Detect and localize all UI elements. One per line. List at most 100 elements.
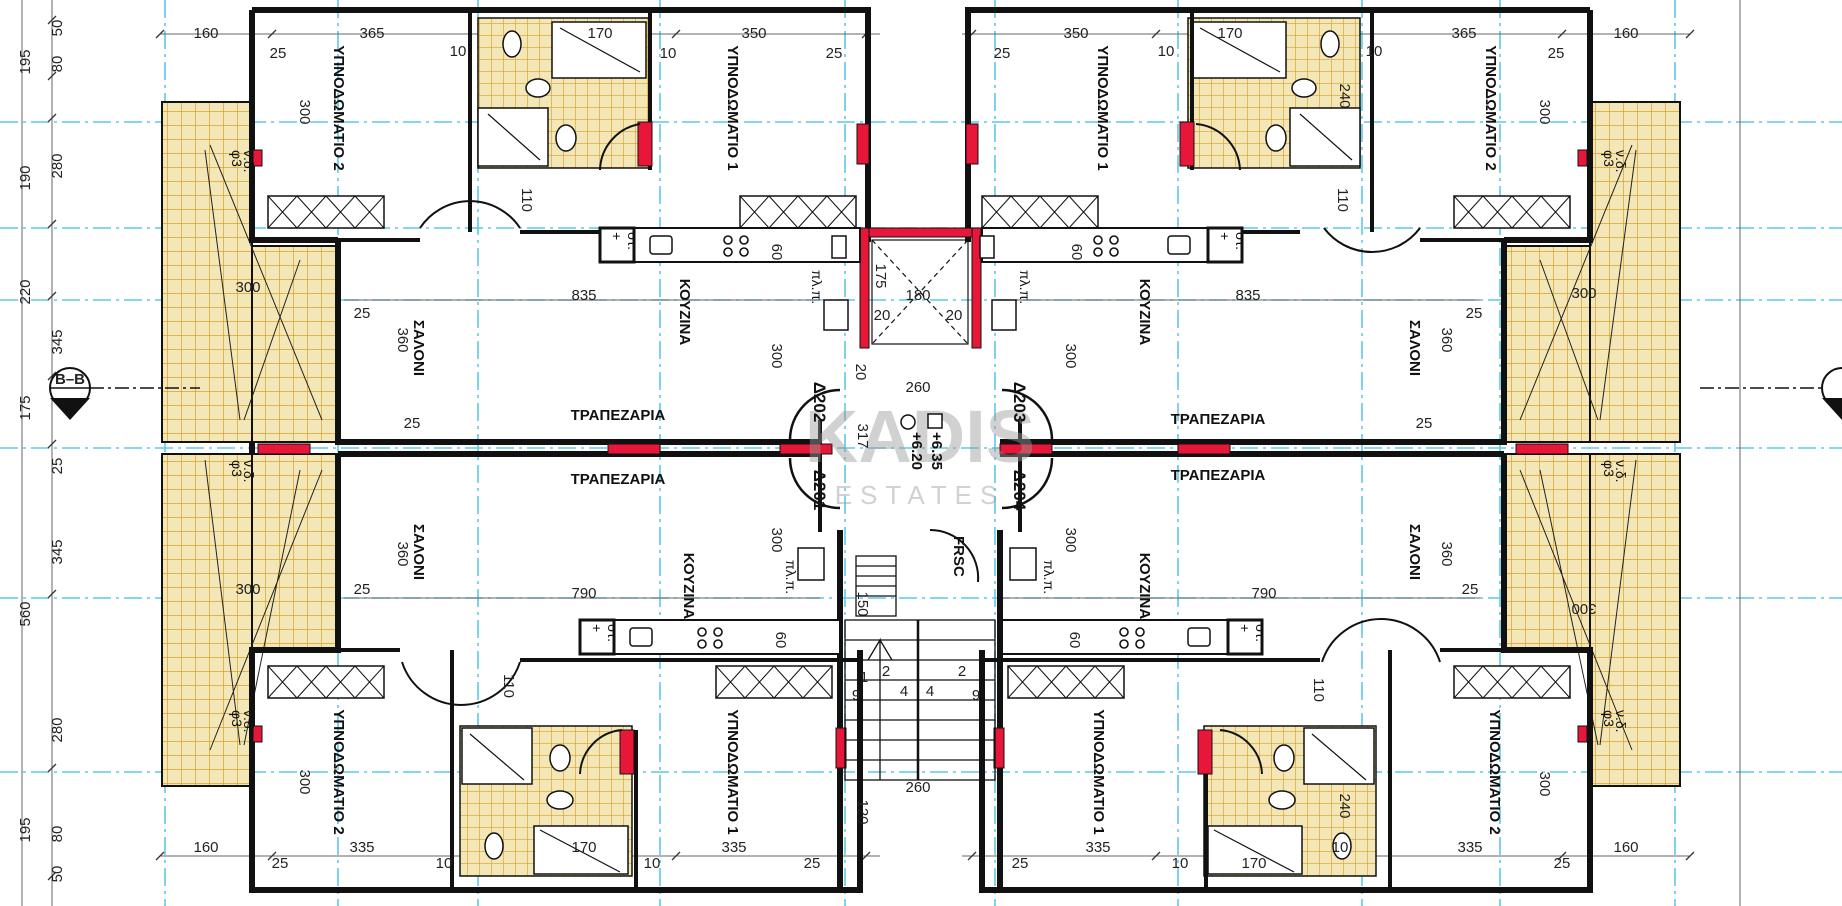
room-living-ne: ΣΑΛΟΝΙ [1406,320,1423,376]
top-dim-a6: 10 [660,45,677,62]
label-plus-nw: + [609,232,625,240]
label-veranda2-se: ν.δ. [1613,710,1629,733]
top-dim-b8: 160 [1613,25,1638,42]
label-plus-sw: + [589,624,605,632]
dim-360-se: 360 [1438,541,1455,566]
dim-300-bed-ne: 300 [1536,99,1553,124]
top-dim-a5: 170 [587,25,612,42]
dim-260-bottom: 260 [905,779,930,796]
dim-25-nw: 25 [354,305,371,322]
watermark-subtitle: ESTATES [835,480,1006,510]
dim-20-c: 20 [852,364,869,381]
left-dimensions: 50 80 195 280 190 220 345 175 25 345 560… [17,20,66,883]
left-dim-13: 195 [17,817,34,842]
bottom-dim-b3: 10 [1172,855,1189,872]
dim-60-se: 60 [1066,632,1083,649]
sink-icon [629,235,1211,647]
kitchen-counters [578,226,1264,656]
room-living-sw: ΣΑΛΟΝΙ [410,524,427,580]
fixture-labels: στ. + στ. + στ. + στ. + πλ.π. πλ.π. πλ.π… [229,150,1629,733]
inner-walls [338,12,1504,890]
bottom-dim-b7: 25 [1554,855,1571,872]
label-pl-se: πλ.π. [1041,560,1057,594]
bottom-dim-b5: 10 [1332,839,1349,856]
top-dim-b6: 365 [1451,25,1476,42]
bottom-dimensions: 160 25 335 10 170 10 335 25 25 335 10 17… [193,839,1638,872]
shower-icon [469,27,1367,873]
left-dim-12: 280 [49,717,66,742]
bottom-dim-b6: 335 [1457,839,1482,856]
top-dim-b2: 350 [1063,25,1088,42]
wardrobe-hatching [267,195,1571,699]
top-dim-a4: 10 [450,43,467,60]
dim-180: 180 [905,287,930,304]
dim-360-nw: 360 [394,327,411,352]
label-veranda-sw: φ3 [229,710,245,727]
left-dim-6: 220 [17,279,34,304]
bottom-dim-b4: 170 [1241,855,1266,872]
top-dim-a1: 160 [193,25,218,42]
dim-360-ne: 360 [1438,327,1455,352]
room-dining-nw: ΤΡΑΠΕΖΑΡΙΑ [571,407,666,424]
door-tag-d203: Δ203 [1010,382,1029,423]
red-walls [252,121,1588,775]
dim-20-b: 20 [946,307,963,324]
dim-25-se: 25 [1462,581,1479,598]
hob-icon [697,235,1145,649]
door-tags: Δ202 Δ201 Δ203 Δ204 [810,382,1029,511]
dim-300-sw: 300 [768,527,785,552]
dim-835-w: 835 [571,287,596,304]
stair-num-9a: 9 [852,687,860,704]
dim-300-nw: 300 [768,343,785,368]
room-living-se: ΣΑΛΟΝΙ [1406,524,1423,580]
room-bedroom-2-se: ΥΠΝΟΔΩΜΑΤΙΟ 2 [1486,709,1503,834]
stair-icon [844,555,996,781]
door-tag-d201: Δ201 [810,470,829,511]
bottom-dim-a7: 335 [721,839,746,856]
room-kitchen-ne: ΚΟΥΖΙΝΑ [1136,279,1153,346]
left-dim-10: 345 [49,539,66,564]
room-kitchen-sw: ΚΟΥΖΙΝΑ [680,553,697,620]
top-dim-b5: 10 [1366,43,1383,60]
dim-300-be1: 300 [1571,285,1596,302]
stair-num-1: 1 [860,669,868,686]
dim-835-e: 835 [1235,287,1260,304]
label-st-se: στ. [1253,624,1269,642]
room-bedroom-1-nw: ΥΠΝΟΔΩΜΑΤΙΟ 1 [724,45,741,170]
dim-300-ne: 300 [1062,343,1079,368]
dim-120: 120 [854,799,871,824]
label-pl-sw: πλ.π. [783,560,799,594]
stair-num-4b: 4 [926,683,934,700]
dim-20-a: 20 [874,307,891,324]
drainage-arrows [204,144,1637,751]
stair-num-2a: 2 [882,663,890,680]
room-bedroom-2-sw: ΥΠΝΟΔΩΜΑΤΙΟ 2 [330,709,347,834]
bottom-dim-a6: 10 [644,855,661,872]
dim-150: 150 [854,591,871,616]
label-veranda-ne: φ3 [1601,150,1617,167]
level-upper: +6.35 [928,432,945,470]
label-veranda2-nw: ν.δ. [241,150,257,173]
dim-110-sw: 110 [500,674,517,698]
label-veranda2-ne: ν.δ. [1613,150,1629,173]
left-dim-2: 80 [49,56,66,73]
dim-300-bed-se: 300 [1536,771,1553,796]
section-label: B–B [55,371,85,388]
room-dining-ne: ΤΡΑΠΕΖΑΡΙΑ [1171,411,1266,428]
label-veranda2-sw: ν.δ. [241,710,257,733]
watermark-logo: KADIS [805,395,1035,478]
left-dim-15: 50 [49,866,66,883]
left-dim-1: 50 [49,20,66,37]
label-veranda-se: φ3 [1601,710,1617,727]
label-frsc: FRSC [950,536,967,577]
dim-110-nw: 110 [518,188,535,212]
dim-360-sw: 360 [394,541,411,566]
bottom-dim-b2: 335 [1085,839,1110,856]
bottom-dim-a5: 170 [571,839,596,856]
dim-25-e: 25 [1416,415,1433,432]
label-veranda-e2: φ3 [1601,460,1617,477]
bottom-dim-a8: 25 [804,855,821,872]
label-veranda-w2: φ3 [229,460,245,477]
room-kitchen-nw: ΚΟΥΖΙΝΑ [676,279,693,346]
